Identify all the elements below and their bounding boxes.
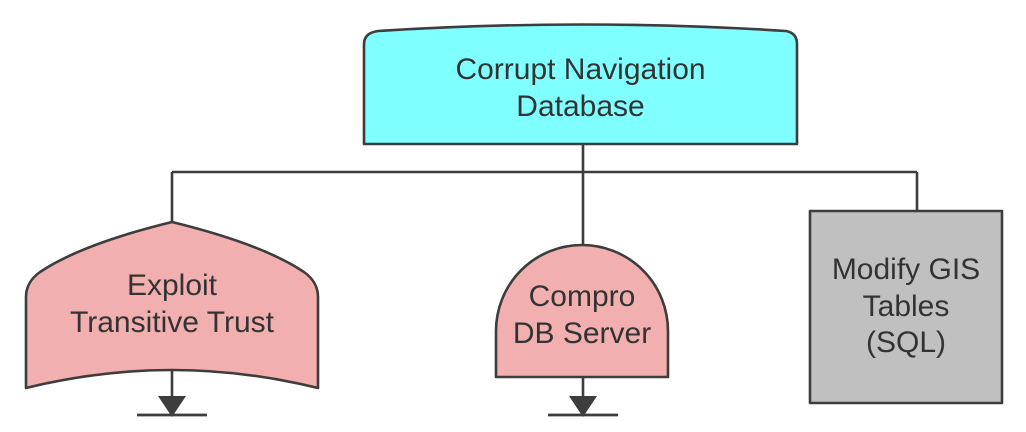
terminator-compro-db-server — [548, 377, 618, 417]
connector-group — [170, 144, 919, 246]
node-compro-db-server[interactable] — [494, 243, 670, 379]
node-modify-gis-tables[interactable] — [808, 209, 1004, 405]
node-root-corrupt-navigation-database[interactable] — [362, 23, 799, 146]
node-exploit-transitive-trust[interactable] — [24, 220, 320, 390]
arrow-down-icon — [569, 396, 597, 417]
arrow-down-icon — [158, 396, 186, 417]
terminator-exploit-transitive-trust — [137, 370, 207, 417]
